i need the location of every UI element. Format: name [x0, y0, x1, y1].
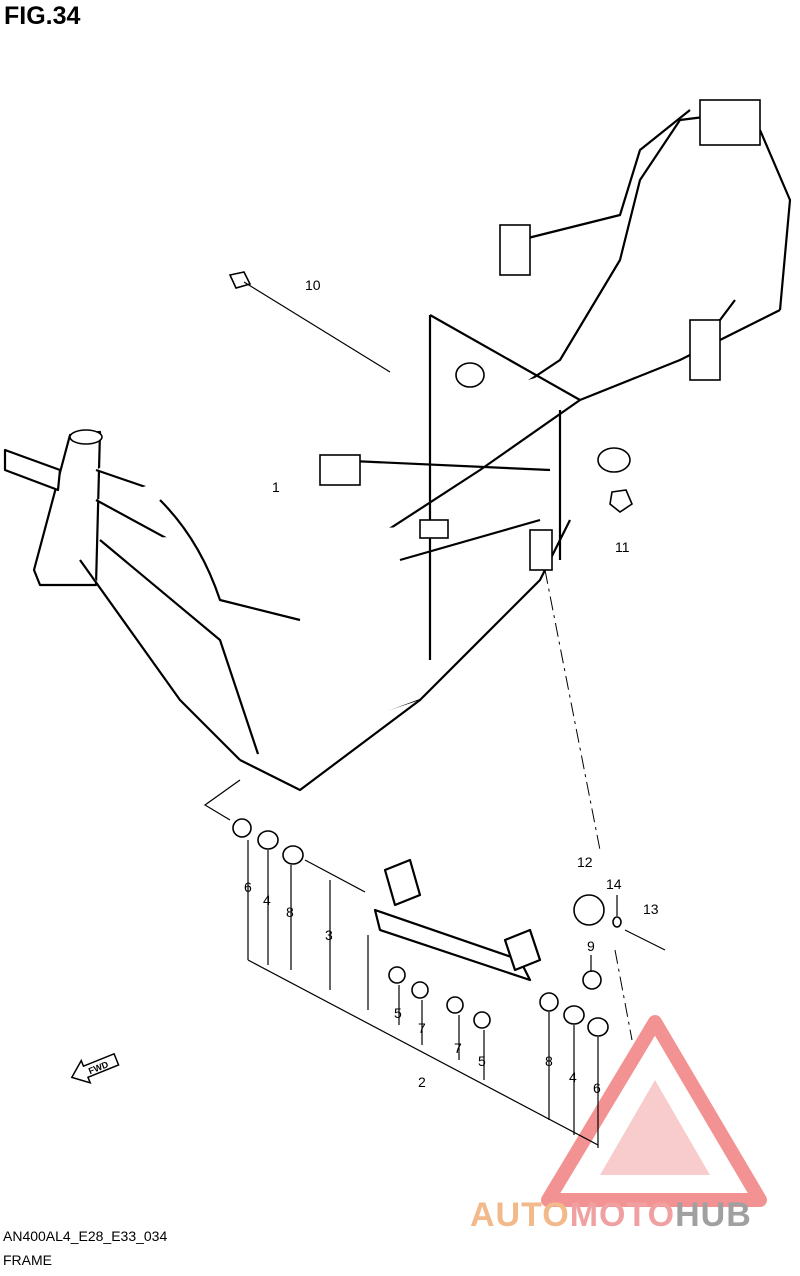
watermark-hub: HUB [675, 1196, 752, 1234]
callout-8-left: 8 [286, 904, 294, 920]
callout-2: 2 [418, 1074, 426, 1090]
callout-11: 11 [615, 539, 630, 555]
callout-5-right: 5 [478, 1053, 486, 1069]
figure-title: FIG.34 [4, 2, 81, 30]
callout-14: 14 [606, 876, 622, 892]
main-frame [3, 99, 792, 792]
callout-13: 13 [643, 901, 659, 917]
leader-lines [247, 840, 618, 1148]
chain-lines [203, 569, 633, 1041]
callout-numbers: 1 2 3 4 4 5 5 6 6 7 7 8 8 9 10 11 12 13 … [244, 277, 659, 1096]
callout-12: 12 [577, 854, 593, 870]
watermark-triangle [541, 1015, 767, 1207]
bolt-10 [228, 271, 391, 373]
callout-8-right: 8 [545, 1053, 553, 1069]
diagram-code: AN400AL4_E28_E33_034 [3, 1228, 168, 1244]
fwd-arrow: FWD [70, 1052, 120, 1085]
callout-7-right: 7 [454, 1040, 462, 1056]
callout-1: 1 [272, 479, 280, 495]
watermark-moto: MOTO [569, 1196, 676, 1234]
watermark-auto: AUTO [470, 1196, 570, 1234]
callout-9: 9 [587, 938, 595, 954]
callout-6-right: 6 [593, 1080, 601, 1096]
watermark-logo: AUTOMOTOHUB [470, 1196, 752, 1235]
callout-10: 10 [305, 277, 321, 293]
nut-11 [609, 489, 633, 513]
callout-5-left: 5 [394, 1005, 402, 1021]
callout-4-left: 4 [263, 892, 271, 908]
callout-7-left: 7 [418, 1020, 426, 1036]
callout-4-right: 4 [569, 1069, 577, 1085]
callout-6-left: 6 [244, 879, 252, 895]
diagram-name: FRAME [3, 1252, 52, 1268]
callout-3: 3 [325, 927, 333, 943]
pivot-parts [232, 818, 666, 1037]
